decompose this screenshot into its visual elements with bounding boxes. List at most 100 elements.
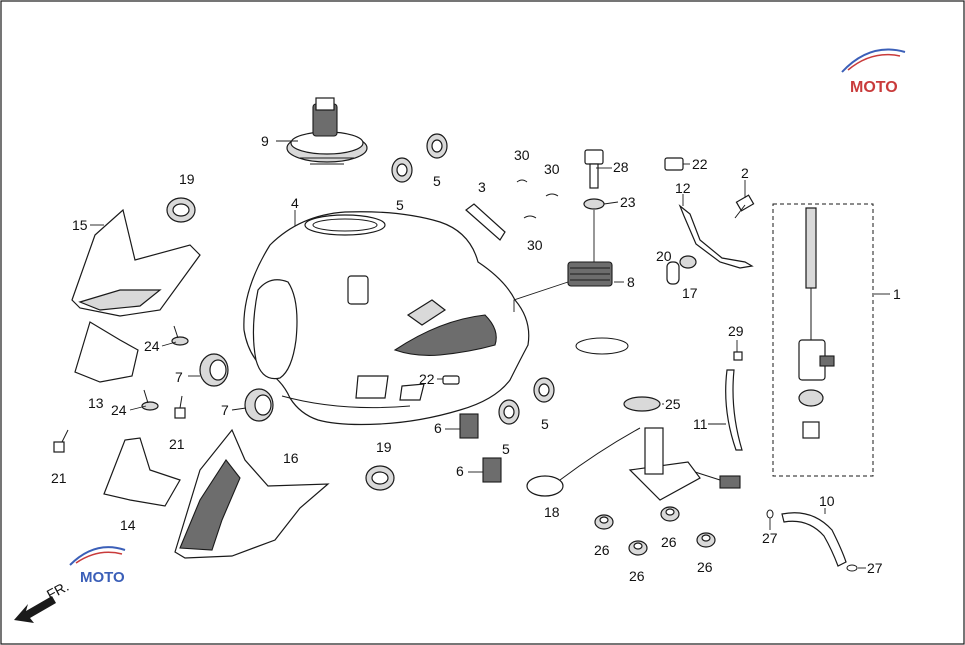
bolt-2 — [734, 194, 755, 219]
nut-26-a — [594, 514, 614, 530]
nut-26-c — [660, 506, 680, 522]
callout-5-a: 5 — [396, 197, 404, 213]
side-cover-15 — [71, 208, 201, 317]
pad-6-b — [482, 457, 502, 483]
callout-5-b: 5 — [433, 173, 441, 189]
cushion-7-b — [244, 388, 274, 422]
nut-26-b — [628, 540, 648, 556]
hose-10 — [781, 512, 847, 567]
callout-9: 9 — [261, 133, 269, 149]
nut-26-d — [696, 532, 716, 548]
callout-28: 28 — [613, 159, 629, 175]
grommet-17 — [679, 255, 697, 269]
callout-29: 29 — [728, 323, 744, 339]
cushion-22-top — [664, 157, 684, 171]
watermark-logo-top: MOTO — [841, 48, 906, 96]
callout-5-d: 5 — [541, 416, 549, 432]
callout-7-a: 7 — [175, 369, 183, 385]
callout-4: 4 — [291, 195, 299, 211]
callout-10: 10 — [819, 493, 835, 509]
grommet-19-a — [166, 197, 196, 223]
callout-24-a: 24 — [144, 338, 160, 354]
leader-line-8 — [513, 210, 595, 312]
lower-cover-14 — [103, 437, 181, 507]
callout-19-b: 19 — [376, 439, 392, 455]
callout-27-b: 27 — [867, 560, 883, 576]
callout-12: 12 — [675, 180, 691, 196]
callout-15: 15 — [72, 217, 88, 233]
collar-20 — [666, 261, 680, 285]
grommet-19-b — [365, 465, 395, 491]
clip-29 — [733, 351, 743, 361]
cushion-22-lower — [442, 375, 460, 385]
callout-27-a: 27 — [762, 530, 778, 546]
callout-30-a: 30 — [514, 147, 530, 163]
callout-16: 16 — [283, 450, 299, 466]
callout-5-c: 5 — [502, 441, 510, 457]
grommet-5-b — [426, 133, 448, 159]
front-direction-indicator: FR. — [14, 578, 71, 623]
watermark-logo-bottom: MOTO — [69, 546, 126, 586]
callout-26-d: 26 — [697, 559, 713, 575]
leader-lines — [90, 140, 890, 569]
cushion-7-a — [199, 353, 229, 387]
callout-26-a: 26 — [594, 542, 610, 558]
bolt-21-a — [174, 395, 186, 419]
fuel-tank — [243, 211, 530, 426]
callout-6-b: 6 — [456, 463, 464, 479]
callout-19-a: 19 — [179, 171, 195, 187]
callout-2: 2 — [741, 165, 749, 181]
callout-24-b: 24 — [111, 402, 127, 418]
callout-7-b: 7 — [221, 402, 229, 418]
callout-20: 20 — [656, 248, 672, 264]
callout-17: 17 — [682, 285, 698, 301]
front-shroud-16-graphic — [179, 459, 241, 551]
callout-25: 25 — [665, 396, 681, 412]
screw-24-b — [141, 389, 159, 411]
bracket-12 — [678, 204, 754, 269]
fuel-cap-assembly — [286, 97, 368, 165]
callout-23: 23 — [620, 194, 636, 210]
fuel-sender-18 — [526, 427, 741, 501]
fuel-cock-assembly — [798, 207, 835, 439]
inner-cover-13 — [74, 321, 139, 383]
gasket-25 — [623, 396, 661, 412]
callout-13: 13 — [88, 395, 104, 411]
grommet-5-c — [498, 399, 520, 425]
watermark-text-2: MOTO — [80, 569, 125, 586]
side-cover-15-stripe — [78, 289, 162, 311]
callout-14: 14 — [120, 517, 136, 533]
callout-21-a: 21 — [169, 436, 185, 452]
bolt-21-b — [53, 429, 69, 453]
grommet-5-a — [391, 157, 413, 183]
clip-30-c — [523, 215, 537, 219]
callout-26-c: 26 — [661, 534, 677, 550]
clamp-27-a — [766, 509, 774, 519]
clip-30-a — [516, 179, 528, 183]
callout-22-a: 22 — [692, 156, 708, 172]
callout-30-c: 30 — [527, 237, 543, 253]
clamp-27-b — [846, 564, 858, 572]
callout-18: 18 — [544, 504, 560, 520]
watermark-text: MOTO — [850, 79, 898, 96]
bolt-28 — [584, 149, 604, 189]
callout-30-b: 30 — [544, 161, 560, 177]
callout-3: 3 — [478, 179, 486, 195]
callout-8: 8 — [627, 274, 635, 290]
callout-6-a: 6 — [434, 420, 442, 436]
clip-30-b — [545, 193, 559, 197]
callout-26-b: 26 — [629, 568, 645, 584]
callout-1: 1 — [893, 286, 901, 302]
seal-ring — [575, 337, 629, 355]
grommet-5-d — [533, 377, 555, 403]
washer-23 — [583, 198, 605, 210]
rectifier-8 — [567, 261, 613, 287]
pad-6-a — [459, 413, 479, 439]
fuel-cock-group-box — [772, 203, 874, 477]
callout-22-b: 22 — [419, 371, 435, 387]
callout-11: 11 — [693, 416, 708, 432]
screw-24-a — [171, 325, 189, 346]
